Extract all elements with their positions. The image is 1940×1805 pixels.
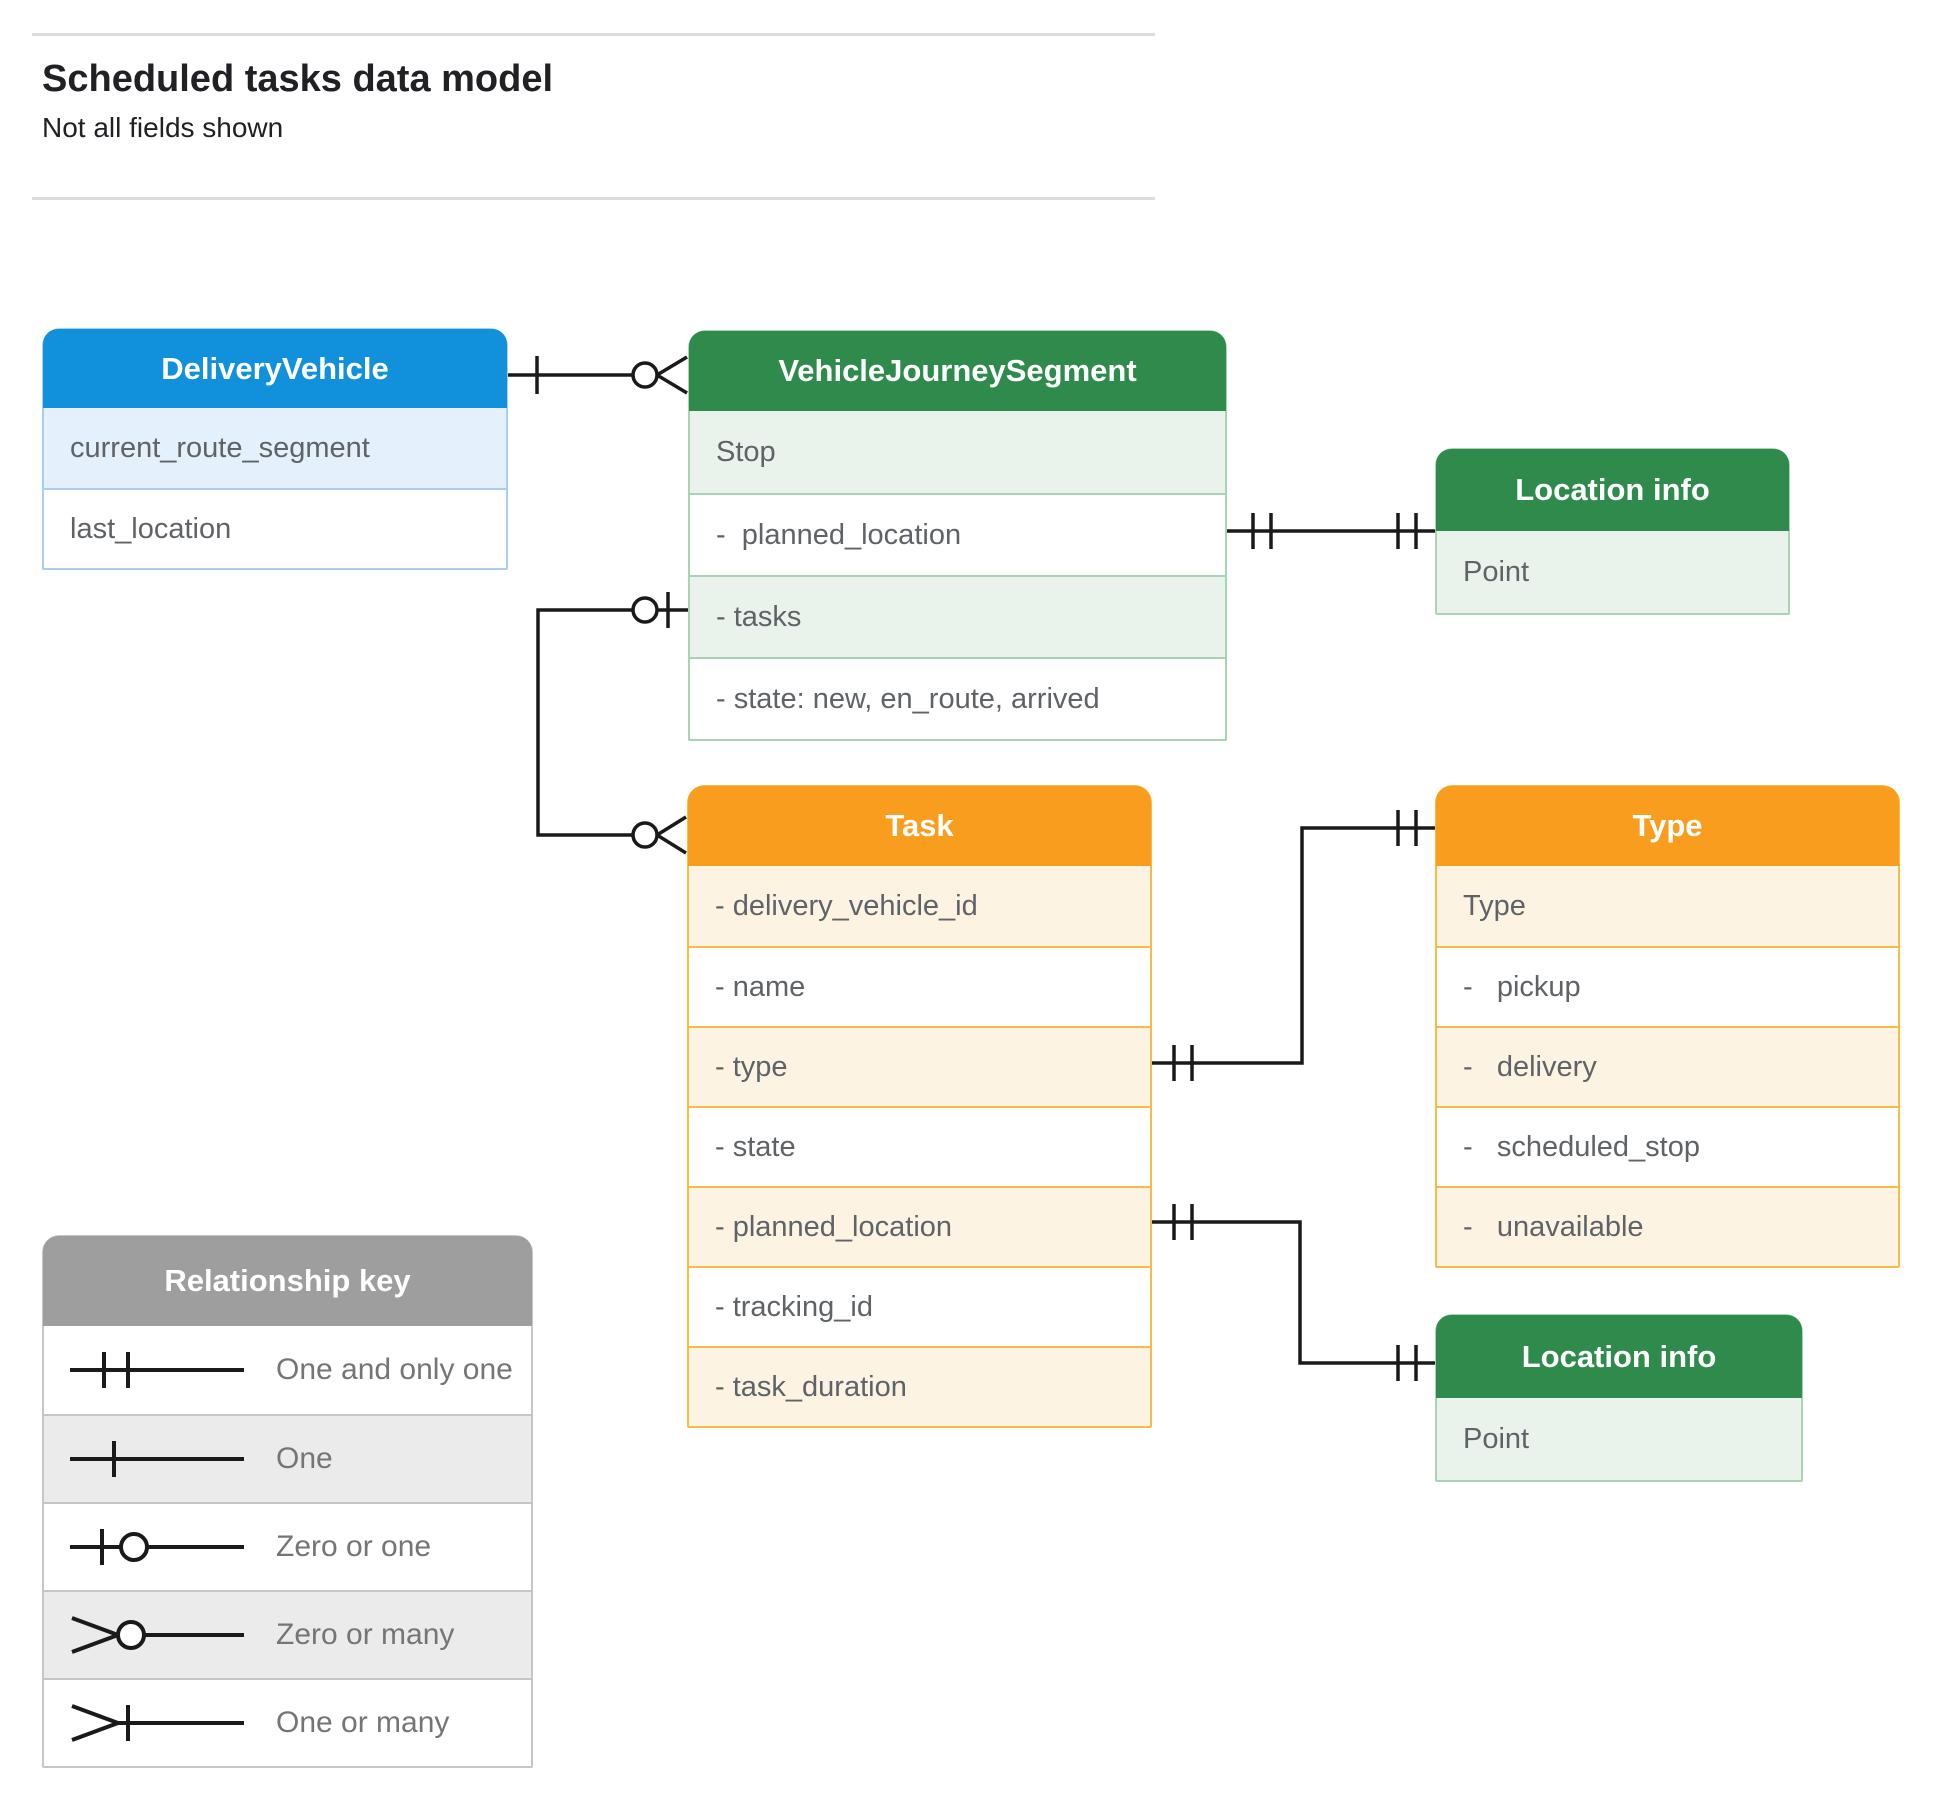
entity-row: - state: new, en_route, arrived [690, 657, 1225, 739]
one-or-many-symbol [71, 1704, 244, 1742]
entity-header: VehicleJourneySegment [689, 331, 1226, 411]
entity-rows: Type- pickup- delivery- scheduled_stop- … [1437, 866, 1898, 1266]
divider-top [32, 33, 1155, 36]
entity-row: - tracking_id [689, 1266, 1150, 1346]
entity-row: - scheduled_stop [1437, 1106, 1898, 1186]
entity-header: Location info [1436, 1315, 1802, 1398]
legend-label: One and only one [276, 1353, 513, 1386]
legend-row: One and only one [44, 1326, 531, 1414]
entity-row: - delivery [1437, 1026, 1898, 1106]
entity-header: Location info [1436, 449, 1789, 531]
connector-plannedlocation-locationinfo-top [1227, 513, 1435, 549]
entity-row: - planned_location [689, 1186, 1150, 1266]
relationship-key-title: Relationship key [43, 1236, 532, 1326]
legend-label: One [276, 1442, 333, 1475]
connector-plannedlocation-locationinfo-bottom [1152, 1204, 1435, 1381]
legend-row: Zero or many [44, 1590, 531, 1678]
entity-row: - tasks [690, 575, 1225, 657]
legend-label: Zero or many [276, 1618, 455, 1651]
connector-tasks-task [536, 592, 688, 855]
page-title: Scheduled tasks data model [42, 58, 554, 100]
one-and-only-one-symbol [70, 1352, 244, 1388]
entity-rows: Point [1437, 1398, 1801, 1480]
entity-row: - pickup [1437, 946, 1898, 1026]
entity-row: Stop [690, 411, 1225, 493]
connector-type-type [1152, 810, 1435, 1081]
zero-or-one-symbol [70, 1529, 244, 1565]
zero-or-many-symbol [71, 1616, 244, 1654]
entity-rows: Point [1437, 531, 1788, 613]
entity-row: - state [689, 1106, 1150, 1186]
entity-type: Type Type- pickup- delivery- scheduled_s… [1435, 785, 1900, 1268]
entity-location-info-top: Location info Point [1435, 448, 1790, 615]
entity-vehicle-journey-segment: VehicleJourneySegment Stop- planned_loca… [688, 330, 1227, 741]
entity-header: DeliveryVehicle [43, 329, 507, 408]
divider-bottom [32, 197, 1155, 200]
entity-location-info-bottom: Location info Point [1435, 1314, 1803, 1482]
entity-row: current_route_segment [44, 408, 506, 488]
relationship-key: Relationship key One and only one One Ze… [42, 1235, 533, 1768]
entity-row: Point [1437, 531, 1788, 613]
entity-rows: - delivery_vehicle_id- name- type- state… [689, 866, 1150, 1426]
connector-deliveryvehicle-vehiclejourneysegment [508, 355, 688, 395]
entity-row: Type [1437, 866, 1898, 946]
entity-rows: Stop- planned_location- tasks- state: ne… [690, 411, 1225, 739]
entity-header: Type [1436, 786, 1899, 866]
one-symbol [70, 1441, 244, 1477]
entity-row: - type [689, 1026, 1150, 1106]
entity-row: - planned_location [690, 493, 1225, 575]
entity-header: Task [688, 786, 1151, 866]
entity-row: - delivery_vehicle_id [689, 866, 1150, 946]
legend-row: One or many [44, 1678, 531, 1766]
legend-row: Zero or one [44, 1502, 531, 1590]
legend-row: One [44, 1414, 531, 1502]
legend-label: One or many [276, 1706, 450, 1739]
entity-task: Task - delivery_vehicle_id- name- type- … [687, 785, 1152, 1428]
legend-label: Zero or one [276, 1530, 432, 1563]
entity-row: last_location [44, 488, 506, 568]
page-subtitle: Not all fields shown [42, 112, 284, 143]
entity-row: - task_duration [689, 1346, 1150, 1426]
entity-row: Point [1437, 1398, 1801, 1480]
entity-row: - name [689, 946, 1150, 1026]
entity-row: - unavailable [1437, 1186, 1898, 1266]
